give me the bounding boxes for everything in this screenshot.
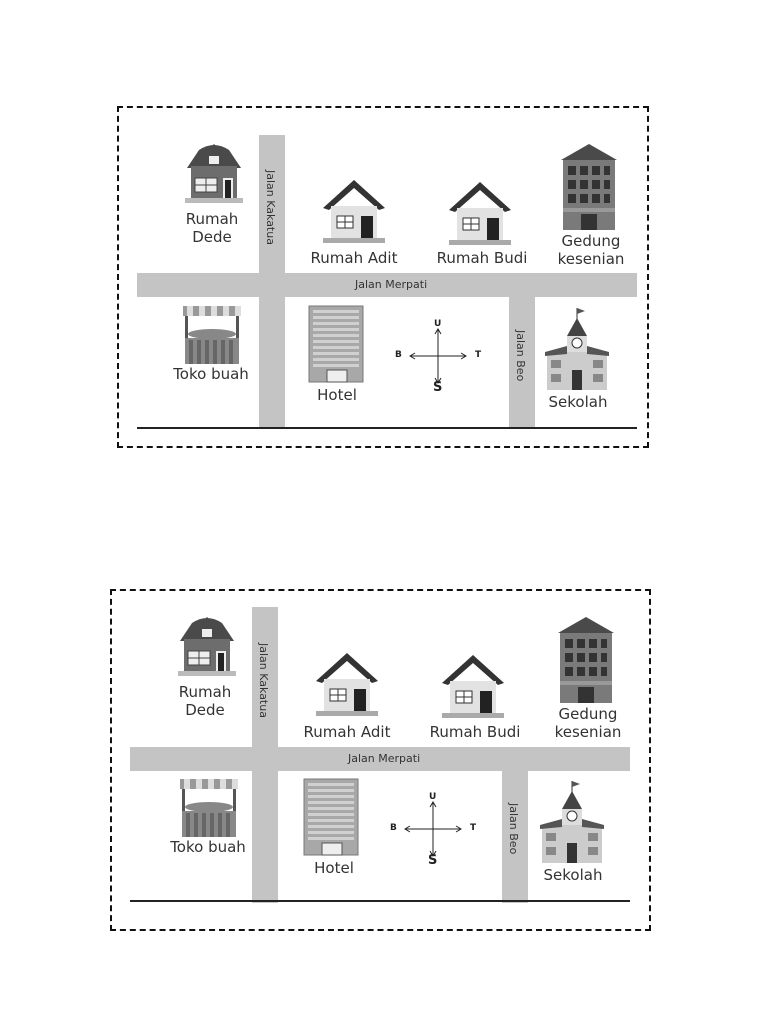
road-jalan-beo — [502, 771, 528, 903]
compass-north: U — [434, 319, 442, 329]
rumah-budi-label: Rumah Budi — [436, 249, 528, 267]
road-jalan-merpati — [137, 273, 637, 297]
road-label-jalan-merpati: Jalan Merpati — [348, 752, 421, 765]
road-jalan-merpati — [130, 747, 630, 771]
compass-south: S — [428, 853, 438, 868]
compass-arrows-icon — [409, 328, 467, 384]
map-baseline — [137, 427, 637, 429]
compass-arrows-icon — [404, 801, 462, 857]
rumah-dede-label: Rumah Dede — [177, 210, 247, 246]
road-label-jalan-kakatua: Jalan Kakatua — [264, 170, 277, 245]
compass-west: B — [395, 350, 402, 360]
toko-buah-icon — [181, 304, 243, 366]
rumah-budi-label: Rumah Budi — [429, 723, 521, 741]
road-jalan-beo — [509, 297, 535, 429]
compass-rose: U S B T — [388, 792, 478, 868]
gedung-kesenian-icon — [556, 615, 616, 705]
map-baseline — [130, 900, 630, 902]
road-label-jalan-beo: Jalan Beo — [514, 330, 527, 382]
sekolah-icon — [540, 779, 604, 865]
rumah-dede-label-line1: Rumah — [178, 683, 232, 701]
toko-buah-label: Toko buah — [170, 838, 246, 856]
rumah-dede-icon — [172, 615, 242, 677]
hotel-label: Hotel — [314, 859, 354, 877]
map-frame-2: Jalan Kakatua Jalan Merpati Jalan Beo Ru… — [110, 589, 651, 931]
road-label-jalan-kakatua: Jalan Kakatua — [257, 643, 270, 718]
gedung-kesenian-icon — [559, 142, 619, 232]
road-label-jalan-beo: Jalan Beo — [507, 803, 520, 855]
rumah-adit-icon — [319, 176, 389, 246]
rumah-dede-label-line2: Dede — [192, 228, 232, 246]
compass-east: T — [475, 350, 482, 360]
compass-east: T — [470, 823, 477, 833]
compass-rose: U S B T — [393, 319, 483, 395]
rumah-dede-label-line1: Rumah — [185, 210, 239, 228]
rumah-budi-icon — [445, 178, 515, 248]
gedung-kesenian-label-line2: kesenian — [557, 250, 625, 268]
toko-buah-label: Toko buah — [173, 365, 249, 383]
rumah-adit-label: Rumah Adit — [303, 723, 391, 741]
gedung-kesenian-label-line1: Gedung — [558, 705, 618, 723]
rumah-adit-label: Rumah Adit — [310, 249, 398, 267]
compass-south: S — [433, 380, 443, 395]
gedung-kesenian-label: Gedung kesenian — [548, 705, 628, 741]
toko-buah-icon — [178, 777, 240, 839]
hotel-label: Hotel — [317, 386, 357, 404]
rumah-dede-label-line2: Dede — [185, 701, 225, 719]
gedung-kesenian-label-line1: Gedung — [561, 232, 621, 250]
rumah-dede-label: Rumah Dede — [170, 683, 240, 719]
sekolah-label: Sekolah — [543, 866, 603, 884]
hotel-icon — [307, 304, 365, 384]
gedung-kesenian-label-line2: kesenian — [554, 723, 622, 741]
map-frame-1: Jalan Kakatua Jalan Merpati Jalan Beo Ru… — [117, 106, 649, 448]
compass-west: B — [390, 823, 397, 833]
compass-north: U — [429, 792, 437, 802]
rumah-dede-icon — [179, 142, 249, 204]
rumah-adit-icon — [312, 649, 382, 719]
sekolah-label: Sekolah — [548, 393, 608, 411]
rumah-budi-icon — [438, 651, 508, 721]
gedung-kesenian-label: Gedung kesenian — [551, 232, 631, 268]
hotel-icon — [302, 777, 360, 857]
sekolah-icon — [545, 306, 609, 392]
road-label-jalan-merpati: Jalan Merpati — [355, 278, 428, 291]
